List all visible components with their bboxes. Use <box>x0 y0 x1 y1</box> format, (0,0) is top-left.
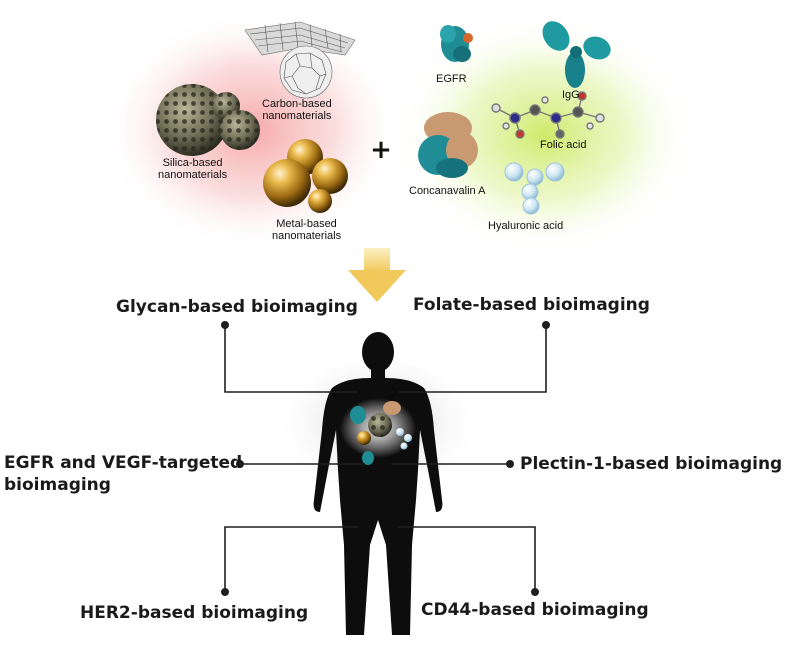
egfr-vegf-bioimaging-label: EGFR and VEGF-targeted bioimaging <box>4 452 242 496</box>
connector-cd44 <box>398 526 536 592</box>
egfr-vegf-label-line2: bioimaging <box>4 475 111 495</box>
carbon-label-line1: Carbon-based <box>262 98 332 110</box>
concanavalin-protein-icon <box>418 112 478 178</box>
ligands-glow <box>395 17 695 253</box>
carbon-nanomaterial-icon <box>244 21 356 99</box>
carbon-nanomaterial-label: Carbon-based nanomaterials <box>262 98 332 122</box>
egfr-vegf-label-line1: EGFR and VEGF-targeted <box>4 453 243 473</box>
connector-glycan <box>224 325 358 393</box>
egfr-protein-icon <box>440 25 473 62</box>
metal-label-line1: Metal-based <box>276 218 337 230</box>
metal-nanomaterial-label: Metal-based nanomaterials <box>272 218 341 242</box>
plus-sign: + <box>370 135 392 165</box>
her2-bioimaging-label: HER2-based bioimaging <box>80 603 309 623</box>
connector-folate <box>398 325 547 393</box>
hyaluronic-acid-icon <box>504 162 565 215</box>
folic-acid-label: Folic acid <box>540 139 587 151</box>
down-arrow-icon <box>348 248 406 302</box>
plectin-bioimaging-label: Plectin-1-based bioimaging <box>520 454 783 474</box>
concanavalin-label: Concanavalin A <box>409 185 486 197</box>
connector-lines <box>224 325 547 592</box>
igg-antibody-icon <box>542 21 611 88</box>
silica-nanomaterial-icon <box>156 84 260 156</box>
egfr-label: EGFR <box>436 73 467 85</box>
metal-nanomaterial-icon <box>263 139 348 213</box>
silica-label-line2: nanomaterials <box>158 169 228 181</box>
carbon-label-line2: nanomaterials <box>262 110 332 122</box>
hyaluronic-label: Hyaluronic acid <box>488 220 564 232</box>
metal-label-line2: nanomaterials <box>272 230 342 242</box>
torso-nanoparticles-icon <box>350 401 412 465</box>
folic-acid-molecule-icon <box>491 91 605 139</box>
connector-dots <box>221 321 550 596</box>
silica-nanomaterial-label: Silica-based nanomaterials <box>158 157 227 181</box>
igg-label: IgG <box>562 89 580 101</box>
silica-label-line1: Silica-based <box>162 157 223 169</box>
glycan-bioimaging-label: Glycan-based bioimaging <box>116 297 358 317</box>
cd44-bioimaging-label: CD44-based bioimaging <box>421 600 649 620</box>
folate-bioimaging-label: Folate-based bioimaging <box>413 295 650 315</box>
connector-her2 <box>224 526 358 592</box>
